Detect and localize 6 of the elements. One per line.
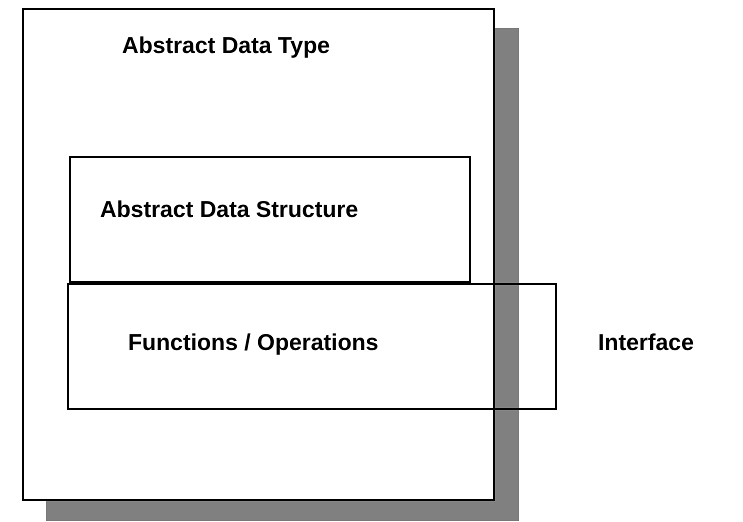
inner-box bbox=[69, 156, 471, 283]
box-title: Abstract Data Structure bbox=[100, 196, 358, 223]
box-title: Functions / Operations bbox=[128, 329, 378, 356]
side-label: Interface bbox=[598, 329, 694, 356]
box-title: Abstract Data Type bbox=[122, 32, 330, 59]
overlapping-box bbox=[67, 283, 557, 410]
